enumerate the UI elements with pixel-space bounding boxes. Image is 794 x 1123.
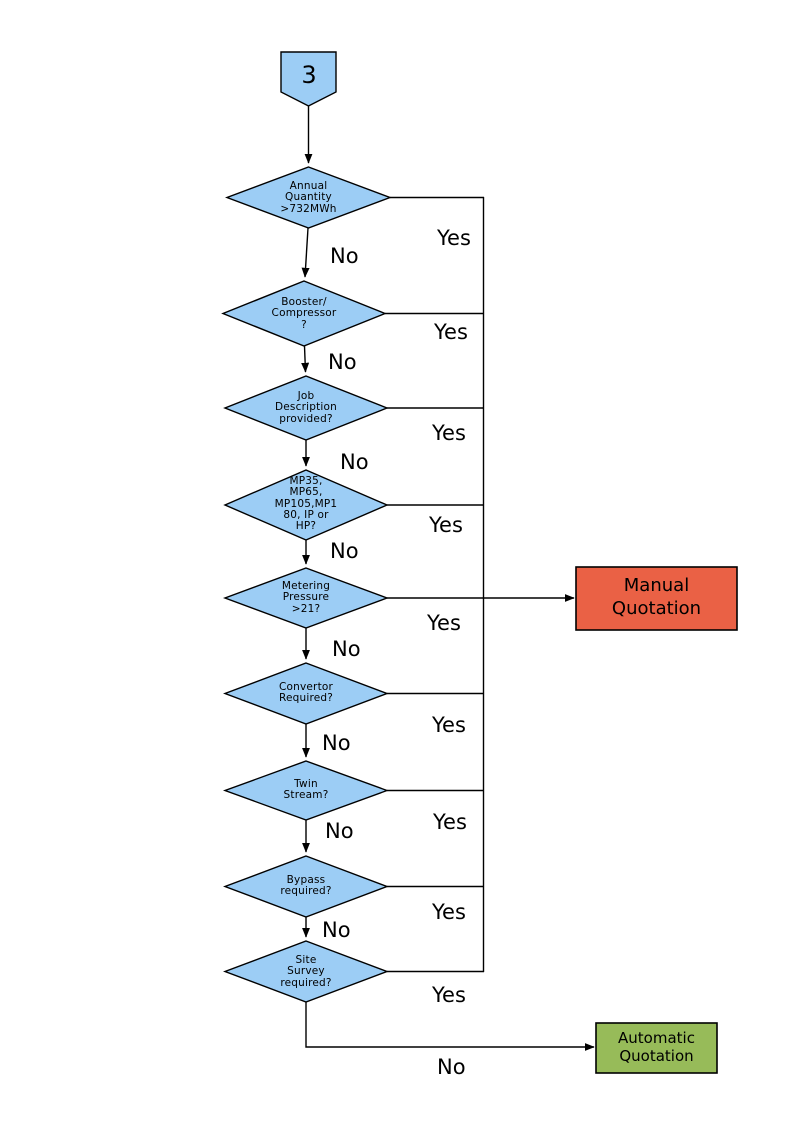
- start-connector-shape: [280, 51, 337, 107]
- decision-twin-stream-shape: [222, 760, 390, 821]
- edge-label-no-bypass: No: [322, 918, 351, 942]
- edge-label-yes-annual-quantity: Yes: [437, 226, 471, 250]
- edge-label-yes-site-survey: Yes: [432, 983, 466, 1007]
- edge-label-no-annual-quantity: No: [330, 244, 359, 268]
- edge-no-annual-to-booster: [301, 227, 310, 278]
- decision-booster-shape: [221, 280, 387, 347]
- edge-label-yes-twin-stream: Yes: [433, 810, 467, 834]
- outcome-automatic-quotation-shape: [595, 1022, 718, 1074]
- edge-no-booster-to-job: [301, 345, 310, 373]
- edge-label-yes-booster: Yes: [434, 320, 468, 344]
- edge-label-no-job-description: No: [340, 450, 369, 474]
- edge-label-no-convertor: No: [322, 731, 351, 755]
- outcome-manual-quotation-shape: [575, 566, 738, 631]
- decision-site-survey-shape: [223, 940, 389, 1003]
- decision-metering-pressure-shape: [222, 567, 390, 629]
- decision-convertor-shape: [223, 662, 389, 725]
- decision-annual-quantity-shape: [225, 166, 392, 229]
- edge-label-no-mp-pressure-tier: No: [330, 539, 359, 563]
- edge-label-yes-convertor: Yes: [432, 713, 466, 737]
- edge-label-yes-bypass: Yes: [432, 900, 466, 924]
- edge-label-yes-mp-pressure-tier: Yes: [429, 513, 463, 537]
- decision-job-description-shape: [223, 375, 389, 441]
- edge-label-yes-metering-pressure: Yes: [427, 611, 461, 635]
- edge-no-site-survey-to-automatic-quotation: [305, 1002, 595, 1051]
- decision-bypass-shape: [223, 855, 389, 918]
- edge-label-no-twin-stream: No: [325, 819, 354, 843]
- edge-label-no-metering-pressure: No: [332, 637, 361, 661]
- edge-label-no-booster: No: [328, 350, 357, 374]
- edge-label-no-final: No: [437, 1055, 466, 1079]
- edge-label-yes-job-description: Yes: [432, 421, 466, 445]
- decision-mp-pressure-tier-shape: [223, 469, 389, 541]
